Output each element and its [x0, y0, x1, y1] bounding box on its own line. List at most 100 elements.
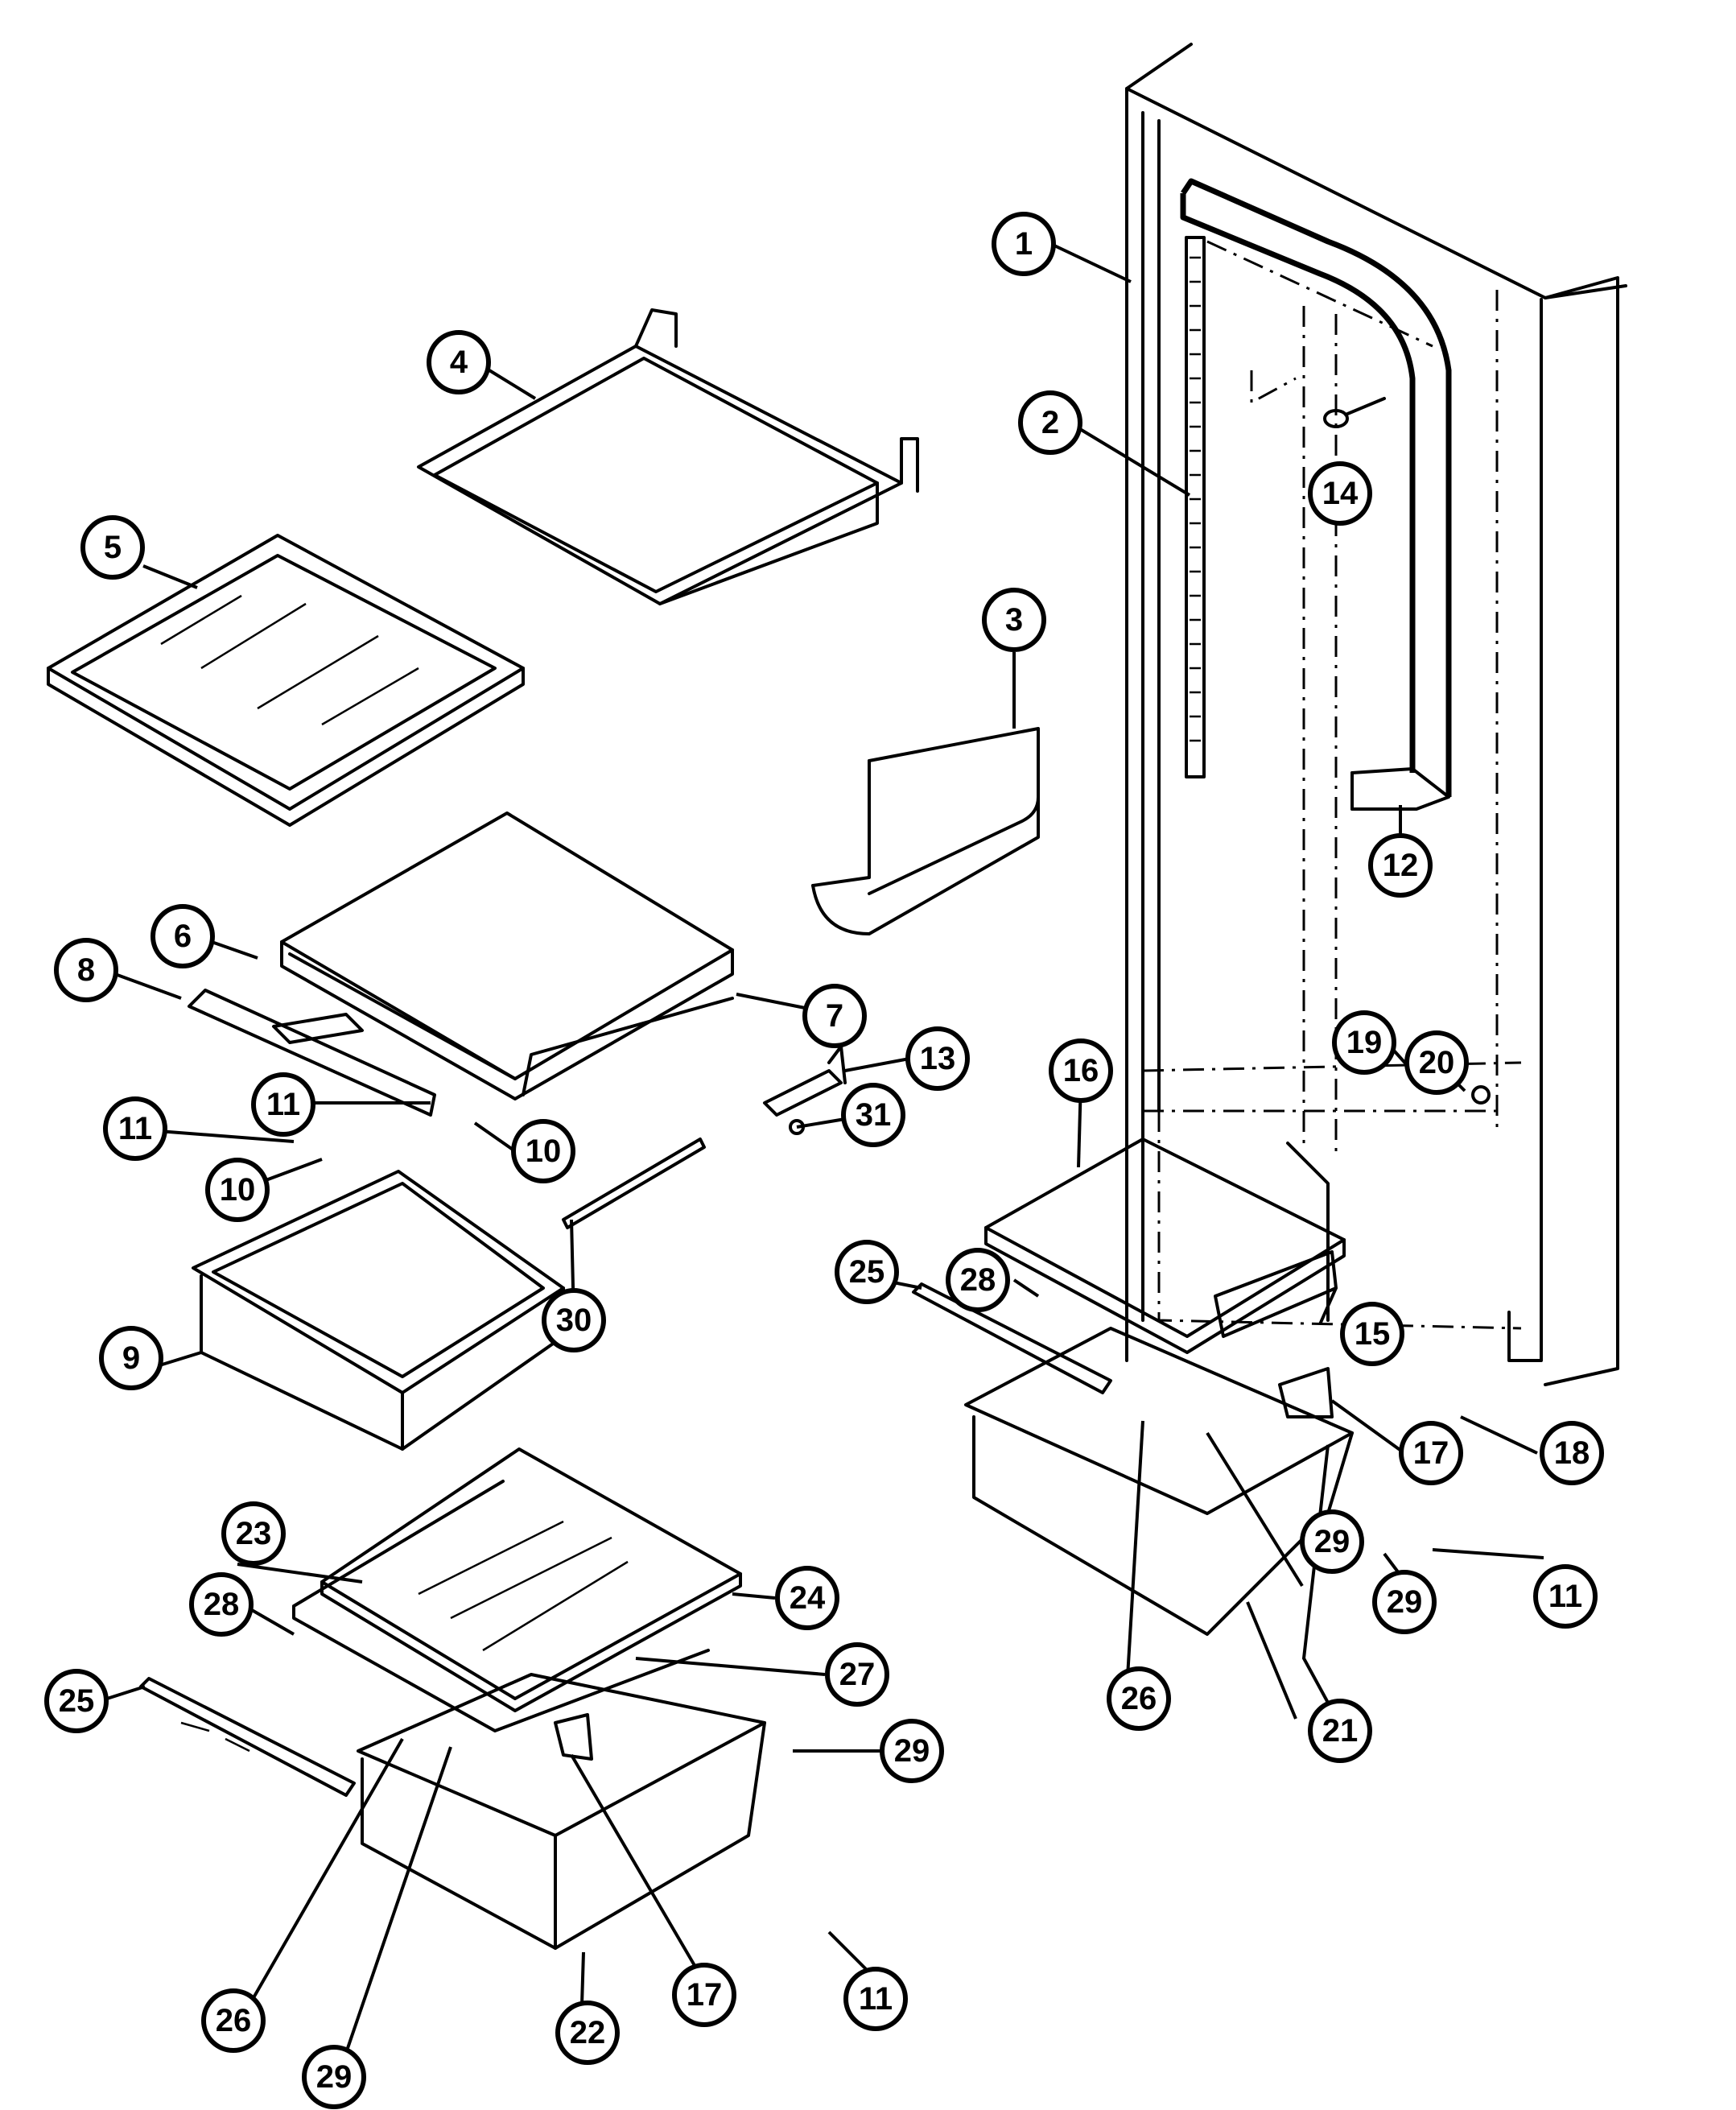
callout-18: 18 [1540, 1421, 1604, 1485]
callout-24: 24 [775, 1566, 839, 1630]
rail-part-30 [562, 1138, 706, 1229]
callout-10b: 10 [205, 1158, 270, 1222]
callout-18-label: 18 [1554, 1435, 1590, 1471]
callout-7-label: 7 [826, 998, 843, 1034]
callout-13-label: 13 [920, 1041, 956, 1076]
cabinet-liner [1125, 43, 1627, 1386]
callout-29c-label: 29 [894, 1733, 930, 1769]
glass-shelf-part-23 [292, 1447, 742, 1732]
callout-9: 9 [99, 1326, 163, 1390]
callout-26a: 26 [1107, 1666, 1171, 1731]
callout-11b-label: 11 [118, 1111, 152, 1146]
callout-28a: 28 [946, 1248, 1010, 1312]
callout-14-label: 14 [1322, 476, 1359, 511]
callout-29a-label: 29 [1314, 1524, 1350, 1559]
callout-16-label: 16 [1063, 1053, 1099, 1088]
callout-20: 20 [1404, 1030, 1469, 1095]
callout-28b: 28 [189, 1572, 254, 1637]
callout-5: 5 [80, 515, 145, 580]
callout-11c: 11 [1533, 1564, 1598, 1629]
callout-30: 30 [542, 1288, 606, 1352]
callout-29b-label: 29 [1387, 1584, 1423, 1620]
callout-10a: 10 [511, 1119, 575, 1183]
callout-26a-label: 26 [1121, 1681, 1157, 1716]
callout-25b-label: 25 [59, 1683, 95, 1719]
callout-11a: 11 [251, 1072, 315, 1137]
cover-assembly-part-7 [280, 811, 734, 1100]
callout-1-label: 1 [1015, 226, 1033, 262]
callout-20-label: 20 [1419, 1045, 1455, 1080]
callout-25b: 25 [44, 1669, 109, 1733]
callout-27: 27 [825, 1642, 889, 1707]
callout-29c: 29 [880, 1719, 944, 1783]
callout-26b: 26 [201, 1988, 266, 2053]
callout-29b: 29 [1372, 1570, 1437, 1634]
callout-22-label: 22 [570, 2015, 606, 2050]
rail-part-25-upper [912, 1282, 1112, 1394]
callout-29d-label: 29 [316, 2059, 353, 2095]
callout-14: 14 [1308, 461, 1372, 526]
callout-11d-label: 11 [859, 1981, 893, 2017]
callout-23-label: 23 [236, 1516, 272, 1551]
callout-8-label: 8 [77, 952, 95, 988]
callout-3-label: 3 [1005, 602, 1023, 638]
callout-12-label: 12 [1383, 848, 1419, 883]
callout-12: 12 [1368, 833, 1433, 898]
glass-shelf-part-5 [47, 534, 525, 827]
callout-2: 2 [1018, 390, 1082, 455]
callout-21: 21 [1308, 1699, 1372, 1763]
callout-19: 19 [1332, 1010, 1396, 1075]
crisper-pan-part-22 [357, 1673, 766, 1950]
callout-29a: 29 [1300, 1509, 1364, 1574]
callout-11c-label: 11 [1548, 1579, 1582, 1614]
callout-21-label: 21 [1322, 1713, 1359, 1749]
callout-2-label: 2 [1041, 405, 1059, 440]
callout-11a-label: 11 [266, 1087, 300, 1122]
rail-part-25-lower [139, 1677, 356, 1797]
callout-16: 16 [1049, 1038, 1113, 1103]
callout-11b: 11 [103, 1096, 167, 1161]
rails-part-8-6 [188, 989, 436, 1117]
air-duct-part-12 [1180, 178, 1452, 811]
callout-29d: 29 [302, 2045, 366, 2109]
callout-4-label: 4 [450, 345, 468, 380]
callout-27-label: 27 [839, 1657, 876, 1692]
crisper-pan-part-21 [964, 1327, 1354, 1636]
callout-26b-label: 26 [216, 2003, 252, 2038]
callout-1: 1 [992, 212, 1056, 276]
callout-22: 22 [555, 2001, 620, 2065]
callout-10a-label: 10 [526, 1133, 562, 1169]
callout-25a: 25 [835, 1240, 899, 1304]
callout-9-label: 9 [122, 1340, 140, 1376]
callout-4: 4 [427, 330, 491, 394]
callout-31: 31 [841, 1083, 905, 1147]
callout-28b-label: 28 [204, 1587, 240, 1622]
callout-15-label: 15 [1355, 1316, 1391, 1352]
callout-10b-label: 10 [220, 1172, 256, 1208]
callout-8: 8 [54, 938, 118, 1002]
callout-31-label: 31 [856, 1097, 892, 1133]
callout-6-label: 6 [174, 919, 192, 954]
callout-13: 13 [905, 1026, 970, 1091]
callout-5-label: 5 [104, 530, 122, 565]
callout-17a: 17 [1399, 1421, 1463, 1485]
callout-3: 3 [982, 588, 1046, 652]
callout-24-label: 24 [790, 1580, 826, 1616]
callout-19-label: 19 [1346, 1025, 1383, 1060]
bracket-part-17 [554, 1367, 1334, 1761]
callout-25a-label: 25 [849, 1254, 885, 1290]
callout-7: 7 [802, 984, 867, 1048]
callout-30-label: 30 [556, 1303, 592, 1338]
callout-6: 6 [151, 904, 215, 968]
callout-17a-label: 17 [1413, 1435, 1449, 1471]
callout-15: 15 [1340, 1302, 1404, 1366]
callout-23: 23 [221, 1501, 286, 1566]
shelf-frame-part-4 [417, 308, 919, 605]
callout-28a-label: 28 [960, 1262, 996, 1298]
callout-11d: 11 [843, 1967, 908, 2031]
channel-part-3 [811, 727, 1040, 935]
callout-17b: 17 [672, 1963, 736, 2027]
callout-17b-label: 17 [687, 1977, 723, 2013]
shelf-ladder-part-2 [1185, 236, 1206, 778]
